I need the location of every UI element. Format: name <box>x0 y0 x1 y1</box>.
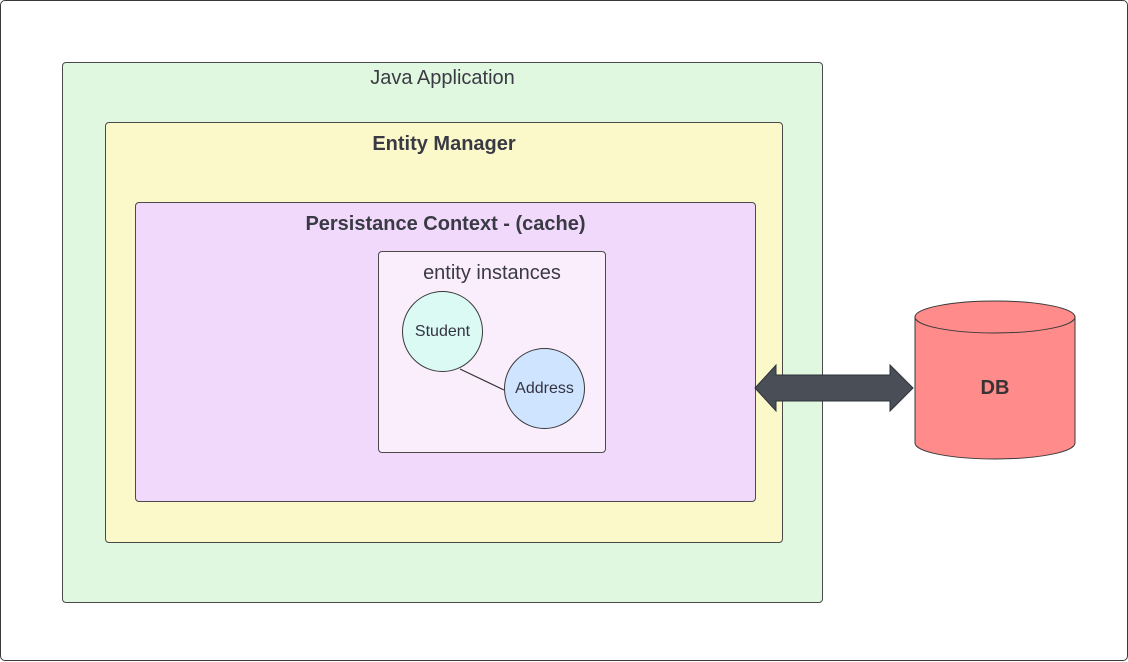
persistence-context-label: Persistance Context - (cache) <box>305 213 586 235</box>
address-label: Address <box>515 379 574 397</box>
db-label: DB <box>980 377 1010 399</box>
java-application-label: Java Application <box>370 67 515 89</box>
entity-manager-label: Entity Manager <box>372 133 516 155</box>
student-entity-node: Student <box>402 291 483 372</box>
entity-instances-label: entity instances <box>423 262 561 284</box>
address-entity-node: Address <box>504 348 585 429</box>
student-label: Student <box>414 322 471 340</box>
